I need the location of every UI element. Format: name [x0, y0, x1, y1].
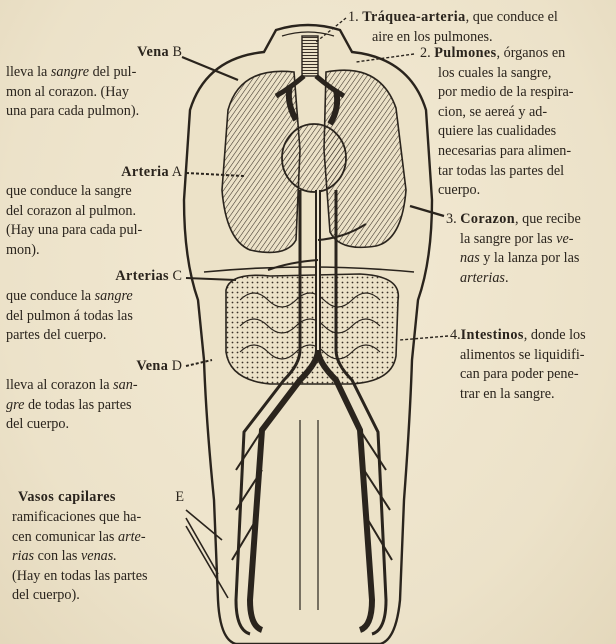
text-italic: nas	[460, 250, 480, 266]
text-line: quiere las cualidades	[438, 122, 614, 142]
text: del pul-	[89, 64, 136, 80]
text-italic: arte-	[118, 529, 146, 545]
text: la sangre por las	[460, 231, 556, 247]
legend-vasos-capilares: Vasos capilares E	[18, 488, 184, 508]
legend-number: 4.	[450, 327, 461, 343]
legend-pulmones-name: Pulmones	[434, 45, 496, 61]
legend-arteria-a-letter: A	[172, 164, 182, 180]
legend-vena-d-text: lleva al corazon la san- gre de todas la…	[6, 376, 186, 435]
legend-number: 3.	[446, 211, 457, 227]
text-line: cion, se aereá y ad-	[438, 103, 614, 123]
legend-vasos-letter: E	[175, 488, 184, 508]
legend-vena-b: Vena B	[6, 43, 182, 63]
legend-arterias-c-text: que conduce la sangre del pulmon á todas…	[6, 287, 186, 346]
text-line: (Hay en todas las partes	[12, 567, 188, 587]
text-line: una para cada pulmon).	[6, 102, 186, 122]
text-italic: venas.	[81, 548, 117, 564]
text-italic: ve-	[556, 231, 573, 247]
legend-arteria-a: Arteria A	[6, 163, 182, 183]
legend-vasos-text: ramificaciones que ha- cen comunicar las…	[12, 508, 188, 606]
text-line: mon al corazon. (Hay	[6, 83, 186, 103]
legend-vena-d: Vena D	[6, 357, 182, 377]
legend-arterias-c-letter: C	[173, 268, 182, 284]
text: que conduce la	[6, 288, 95, 304]
legend-intestinos: 4.Intestinos, donde los alimentos se liq…	[450, 326, 614, 404]
text-line: del pulmon á todas las	[6, 307, 186, 327]
text: , que conduce el	[466, 9, 558, 25]
text: lleva la	[6, 64, 51, 80]
legend-corazon: 3. Corazon, que recibe la sangre por las…	[446, 210, 614, 288]
legend-traquea-name: Tráquea-arteria	[362, 9, 465, 25]
legend-pulmones: 2. Pulmones, órganos en los cuales la sa…	[420, 44, 614, 201]
text-italic: sangre	[51, 64, 89, 80]
text: .	[505, 270, 509, 286]
legend-arteria-a-name: Arteria	[121, 164, 169, 180]
text-line: que conduce la sangre	[6, 182, 186, 202]
legend-intestinos-name: Intestinos	[461, 327, 524, 343]
text: , órganos en	[497, 45, 566, 61]
text-line: del corazon al pulmon.	[6, 202, 186, 222]
legend-vena-b-text: lleva la sangre del pul- mon al corazon.…	[6, 63, 186, 122]
heart	[282, 124, 346, 192]
text-line: los cuales la sangre,	[438, 64, 614, 84]
legend-corazon-name: Corazon	[460, 211, 515, 227]
text-line: tar todas las partes del	[438, 162, 614, 182]
text: con las	[34, 548, 81, 564]
legend-number: 2.	[420, 45, 431, 61]
legend-number: 1.	[348, 9, 359, 25]
text-italic: arterias	[460, 270, 505, 286]
text-italic: gre	[6, 397, 24, 413]
text: lleva al corazon la	[6, 377, 113, 393]
text-italic: san-	[113, 377, 137, 393]
legend-arteria-a-text: que conduce la sangre del corazon al pul…	[6, 182, 186, 260]
text: y la lanza por las	[480, 250, 580, 266]
text-italic: rias	[12, 548, 34, 564]
text-line: del cuerpo).	[12, 586, 188, 606]
legend-vena-b-letter: B	[173, 44, 182, 60]
text-line: trar en la sangre.	[460, 385, 614, 405]
text: , que recibe	[515, 211, 581, 227]
legend-arterias-c-name: Arterias	[115, 268, 169, 284]
text-line: cuerpo.	[438, 181, 614, 201]
text-line: del cuerpo.	[6, 415, 186, 435]
legend-vena-b-heading: Vena B	[6, 43, 182, 63]
legend-vasos-name: Vasos capilares	[18, 489, 116, 505]
text: de todas las partes	[24, 397, 131, 413]
text-line: (Hay una para cada pul-	[6, 221, 186, 241]
text-line: alimentos se liquidifi-	[460, 346, 614, 366]
text-line: por medio de la respira-	[438, 83, 614, 103]
trachea	[302, 36, 318, 76]
text-italic: sangre	[95, 288, 133, 304]
text-line: can para poder pene-	[460, 365, 614, 385]
text-line: partes del cuerpo.	[6, 326, 186, 346]
legend-vena-b-name: Vena	[137, 44, 169, 60]
text-line: necesarias para alimen-	[438, 142, 614, 162]
text: cen comunicar las	[12, 529, 118, 545]
legend-vena-d-letter: D	[172, 358, 182, 374]
legend-traquea: 1. Tráquea-arteria, que conduce el aire …	[348, 8, 612, 47]
legend-arterias-c: Arterias C	[6, 267, 182, 287]
text-line: ramificaciones que ha-	[12, 508, 188, 528]
legend-vena-d-name: Vena	[136, 358, 168, 374]
text: , donde los	[524, 327, 586, 343]
text-line: mon).	[6, 241, 186, 261]
